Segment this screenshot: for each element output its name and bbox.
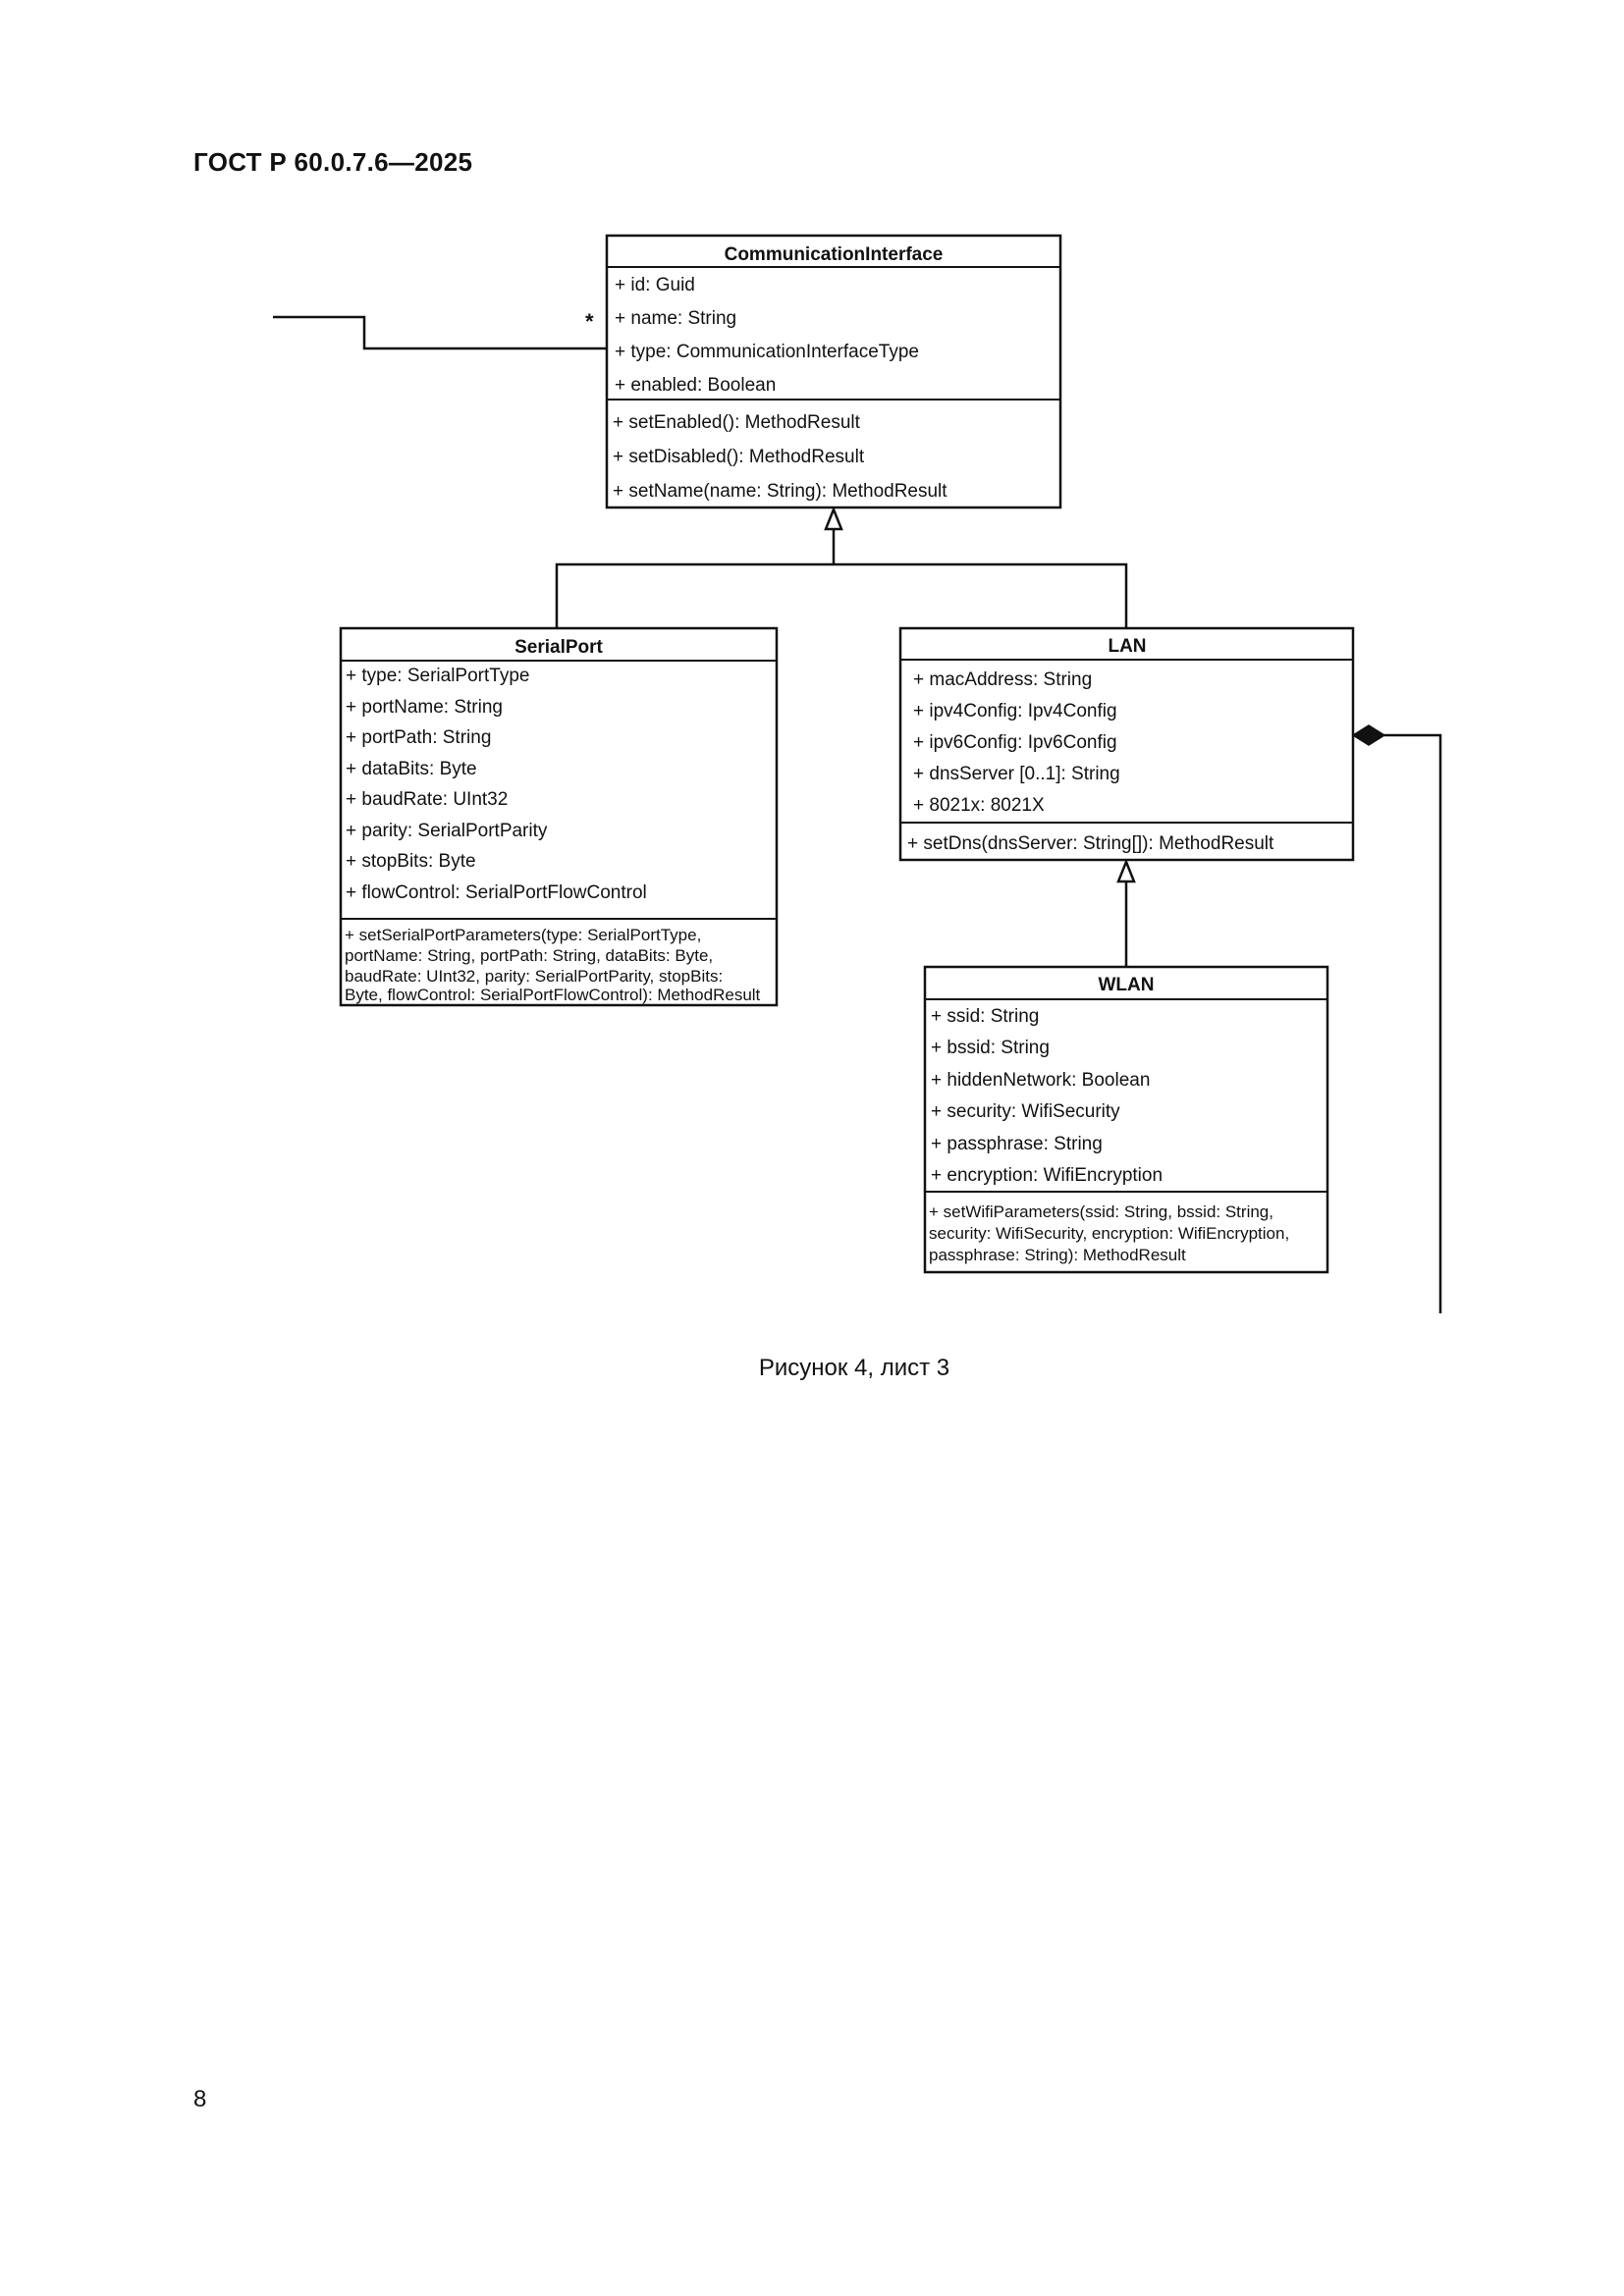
attribute: + dataBits: Byte <box>346 759 477 779</box>
class-serial-port: SerialPort + type: SerialPortType + port… <box>339 626 779 1007</box>
standard-header: ГОСТ Р 60.0.7.6—2025 <box>193 147 473 177</box>
operation: portName: String, portPath: String, data… <box>345 946 713 965</box>
operation: + setWifiParameters(ssid: String, bssid:… <box>929 1202 1273 1221</box>
attribute: + id: Guid <box>615 275 695 295</box>
attribute: + hiddenNetwork: Boolean <box>931 1070 1150 1091</box>
attribute: + ssid: String <box>931 1006 1039 1027</box>
operation: + setName(name: String): MethodResult <box>613 481 947 502</box>
operation: baudRate: UInt32, parity: SerialPortPari… <box>345 967 723 986</box>
attribute: + name: String <box>615 308 736 329</box>
uml-class-diagram: * CommunicationInterface + id: Guid + na… <box>273 234 1442 1313</box>
attribute: + macAddress: String <box>913 669 1092 690</box>
attribute: + security: WifiSecurity <box>931 1101 1120 1122</box>
attribute: + bssid: String <box>931 1038 1050 1058</box>
attribute: + baudRate: UInt32 <box>346 789 508 810</box>
inheritance-arrowhead <box>824 506 843 531</box>
class-lan: LAN + macAddress: String + ipv4Config: I… <box>898 626 1355 862</box>
attribute: + type: CommunicationInterfaceType <box>615 342 919 362</box>
attribute: + dnsServer [0..1]: String <box>913 764 1120 784</box>
class-name: WLAN <box>1099 975 1155 995</box>
composition-line <box>1384 733 1442 1313</box>
operation: + setSerialPortParameters(type: SerialPo… <box>345 926 701 944</box>
attribute: + enabled: Boolean <box>615 375 776 396</box>
operation: passphrase: String): MethodResult <box>929 1246 1186 1264</box>
attribute: + stopBits: Byte <box>346 851 476 872</box>
attribute: + ipv4Config: Ipv4Config <box>913 701 1117 721</box>
operation: + setEnabled(): MethodResult <box>613 412 861 433</box>
class-communication-interface: CommunicationInterface + id: Guid + name… <box>605 234 1062 509</box>
inheritance-arrowhead <box>1116 858 1136 883</box>
figure-caption: Рисунок 4, лист 3 <box>758 1355 950 1381</box>
attribute: + portPath: String <box>346 727 491 748</box>
class-name: CommunicationInterface <box>725 244 944 265</box>
composition-diamond <box>1351 724 1386 746</box>
generalization-lines <box>555 528 1128 628</box>
attribute: + portName: String <box>346 697 503 718</box>
operation: Byte, flowControl: SerialPortFlowControl… <box>345 986 761 1004</box>
operation: + setDisabled(): MethodResult <box>613 447 865 467</box>
multiplicity-label: * <box>585 309 594 334</box>
page-number: 8 <box>193 2086 207 2112</box>
class-name: SerialPort <box>514 637 603 658</box>
attribute: + type: SerialPortType <box>346 666 529 686</box>
attribute: + flowControl: SerialPortFlowControl <box>346 882 647 903</box>
operation: security: WifiSecurity, encryption: Wifi… <box>929 1224 1289 1243</box>
operation: + setDns(dnsServer: String[]): MethodRes… <box>907 833 1274 854</box>
attribute: + passphrase: String <box>931 1134 1103 1154</box>
attribute: + parity: SerialPortParity <box>346 821 548 841</box>
class-wlan: WLAN + ssid: String + bssid: String + hi… <box>923 965 1329 1274</box>
class-name: LAN <box>1108 636 1146 657</box>
attribute: + encryption: WifiEncryption <box>931 1165 1163 1186</box>
attribute: + ipv6Config: Ipv6Config <box>913 732 1117 753</box>
association-line <box>273 315 607 350</box>
attribute: + 8021x: 8021X <box>913 795 1045 816</box>
